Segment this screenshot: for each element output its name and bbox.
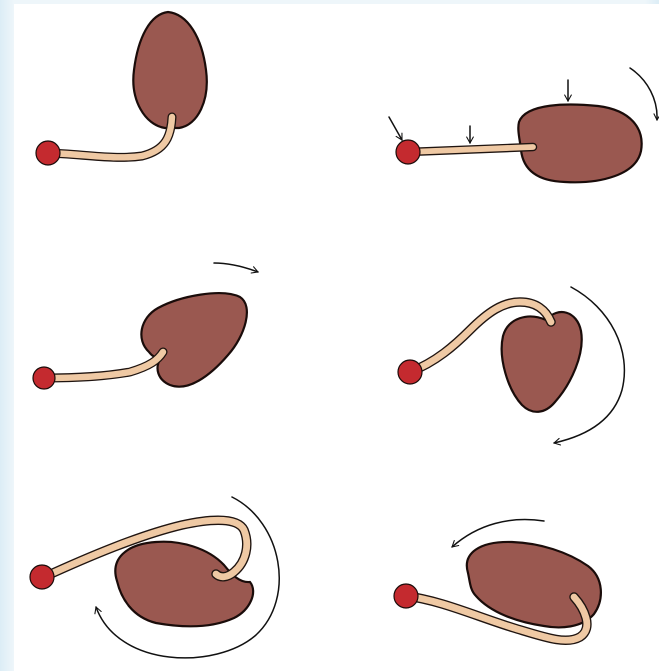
stage-3-body bbox=[141, 293, 247, 387]
stage-1-body bbox=[133, 12, 206, 128]
stage-4-body bbox=[502, 312, 582, 412]
stage-4-ball bbox=[398, 360, 422, 384]
stage-4 bbox=[398, 287, 624, 443]
stage-3 bbox=[33, 263, 258, 389]
stage-5 bbox=[30, 497, 279, 658]
stage-2-ball bbox=[396, 140, 420, 164]
stage-5-ball bbox=[30, 565, 54, 589]
stage-3-ball bbox=[33, 367, 55, 389]
stage-3-arrow bbox=[214, 263, 258, 272]
stage-5-body bbox=[115, 542, 253, 627]
stage-2-body bbox=[518, 105, 641, 183]
stage-2-arrow-ball bbox=[389, 117, 402, 140]
stage-1 bbox=[36, 12, 207, 165]
stage-1-ball bbox=[36, 141, 60, 165]
stage-2 bbox=[389, 68, 657, 182]
stage-6 bbox=[394, 520, 601, 641]
stage-2-arrow-curve bbox=[630, 68, 657, 120]
stage-6-ball bbox=[394, 584, 418, 608]
